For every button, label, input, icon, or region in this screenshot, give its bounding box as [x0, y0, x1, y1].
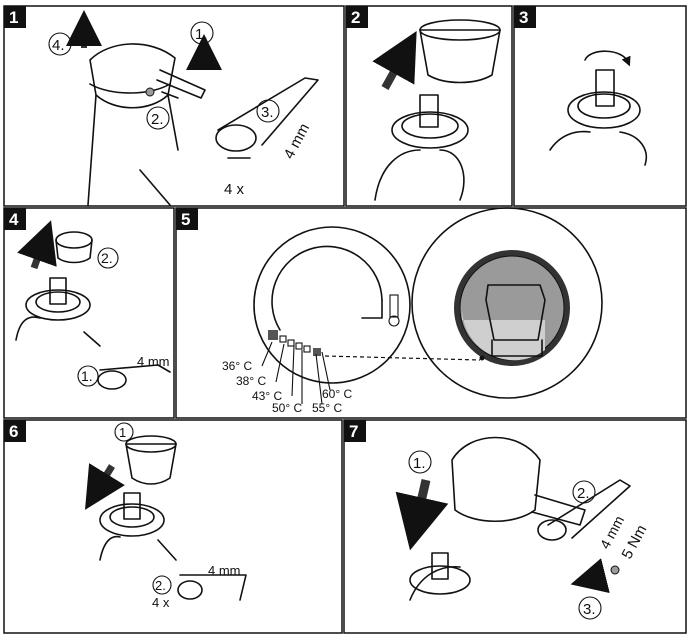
- panel-step-4: 4 2. 1. 4 mm: [3, 207, 175, 419]
- down-arrow-icon: [84, 463, 125, 510]
- step-badge: [346, 6, 368, 28]
- temp-55: 55° C: [312, 401, 342, 415]
- step-badge: [176, 208, 198, 230]
- step-number: 3: [519, 8, 528, 27]
- left-arrow-icon: [570, 558, 610, 594]
- step-badge: [514, 6, 536, 28]
- step-number: 4: [9, 210, 19, 229]
- wrench-size-label: 4 mm: [137, 354, 170, 369]
- step-number: 5: [181, 210, 190, 229]
- callout-1: 1.: [81, 368, 93, 384]
- step-number: 1: [9, 8, 18, 27]
- callout-4: 4.: [52, 37, 65, 54]
- step-badge: [4, 420, 26, 442]
- callout-1: 1: [119, 425, 126, 440]
- callout-3: 3.: [583, 601, 596, 618]
- turns-label: 4 x: [152, 595, 170, 610]
- callout-3: 3.: [261, 104, 274, 121]
- callout-2: 2.: [577, 485, 590, 502]
- wrench-size-label: 4 mm: [208, 563, 241, 578]
- callout-2: 2.: [155, 578, 166, 593]
- temp-43: 43° C: [252, 389, 282, 403]
- step-badge: [344, 420, 366, 442]
- panel-step-6: 6 1 2. 4 mm 4 x: [3, 419, 343, 634]
- up-arrow-icon: [372, 31, 417, 90]
- panel-step-2: 2: [345, 5, 513, 207]
- temp-60: 60° C: [322, 387, 352, 401]
- callout-1: 1.: [413, 455, 426, 472]
- turns-label: 4 x: [224, 181, 245, 198]
- thermometer-icon: [389, 294, 399, 318]
- callout-2: 2.: [101, 250, 113, 266]
- temp-38: 38° C: [236, 374, 266, 388]
- temp-50: 50° C: [272, 401, 302, 415]
- step-badge: [4, 6, 26, 28]
- panel-step-3: 3: [513, 5, 687, 207]
- arrow-icon: [161, 91, 179, 99]
- down-arrow-icon: [395, 479, 449, 551]
- temperature-ring: [253, 226, 481, 384]
- rotate-arrow-icon: [584, 50, 631, 67]
- callout-1: 1.: [195, 26, 208, 43]
- detent-marker: [461, 308, 545, 361]
- panel-step-1: 1 1. 2. 3. 4. 4 mm 4 x: [3, 5, 345, 207]
- temp-36: 36° C: [222, 359, 252, 373]
- temperature-labels: 36° C 38° C 43° C 50° C 55° C 60° C: [222, 341, 352, 415]
- step-number: 7: [349, 422, 358, 441]
- magnified-detail: [411, 207, 603, 399]
- step-number: 6: [9, 422, 18, 441]
- callout-2: 2.: [151, 111, 164, 128]
- step-number: 2: [351, 8, 360, 27]
- panel-step-7: 7 1. 2. 3. 4 mm 5 Nm: [343, 419, 687, 634]
- up-arrow-icon: [17, 220, 57, 270]
- panel-step-5: 5 36° C 38° C 43° C 50° C 55° C 60° C: [175, 207, 687, 419]
